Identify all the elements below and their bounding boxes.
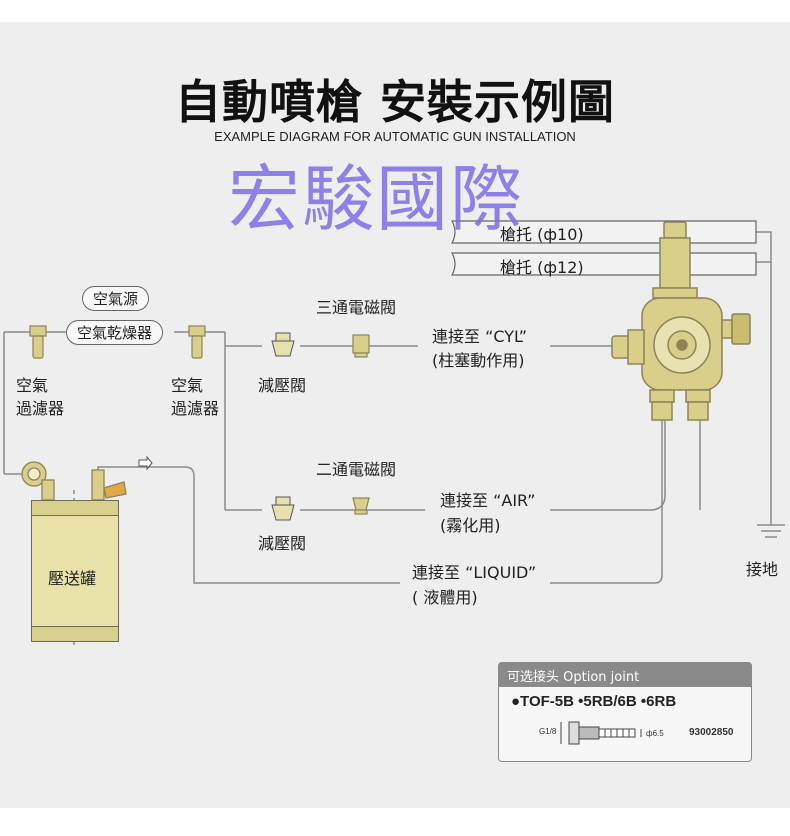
tank-regulator-stem [41, 479, 55, 501]
label-connect-cyl: 連接至 “CYL” [432, 327, 528, 346]
label-connect-air: 連接至 “AIR” [440, 491, 536, 510]
gun-holder-rod-12 [450, 252, 757, 276]
label-air-source: 空氣源 [82, 286, 150, 311]
label-air-filter-right-line2: 過濾器 [171, 399, 220, 418]
reducer-bottom-body [271, 504, 295, 521]
two-way-valve-icon [352, 497, 370, 511]
label-pressure-reducer-top: 減壓閥 [258, 376, 307, 395]
label-air-dryer: 空氣乾燥器 [66, 320, 164, 345]
pipe-liquid-from-tank [97, 466, 400, 584]
ground-bracket [755, 231, 772, 263]
label-air-filter-left-line2: 過濾器 [16, 399, 65, 418]
label-pressure-reducer-bottom: 減壓閥 [258, 534, 307, 553]
watermark: 宏駿國際 [228, 157, 525, 241]
page-title: 自動噴槍 安裝示例圖 [174, 75, 615, 129]
tank-bottom-band [31, 626, 119, 642]
option-joint-part-number: 93002850 [689, 727, 734, 738]
tank-regulator-dial [27, 467, 41, 481]
tank-outlet-fitting [91, 469, 105, 501]
label-connect-liquid-note: ( 液體用) [412, 588, 478, 607]
label-gun-holder-12: 槍托 (ф12) [500, 258, 584, 277]
option-joint-thread: G1/8 [539, 727, 557, 736]
two-way-valve-base [354, 509, 368, 515]
pipe-air-to-gun [550, 420, 666, 511]
automatic-spray-gun [611, 221, 751, 421]
flow-arrow-icon [138, 455, 153, 471]
option-joint-drawing [560, 721, 642, 745]
pipe-liquid-to-gun [550, 420, 663, 584]
filter-left-body [32, 335, 44, 359]
three-way-valve-base [354, 352, 368, 358]
reducer-bottom-knob [275, 496, 291, 506]
label-air-filter-left-line1: 空氣 [16, 376, 49, 395]
label-connect-cyl-note: (柱塞動作用) [432, 351, 525, 370]
tank-top-band [31, 500, 119, 516]
three-way-valve-icon [352, 334, 370, 354]
label-connect-air-note: (霧化用) [440, 516, 501, 535]
filter-left-cap [29, 325, 47, 337]
option-joint-header: 可选接头 Option joint [499, 663, 751, 687]
filter-right-cap [188, 325, 206, 337]
label-pressure-tank: 壓送罐 [48, 569, 97, 588]
filter-right-body [191, 335, 203, 359]
reducer-top-knob [275, 332, 291, 342]
tank-outlet-lever [103, 481, 127, 499]
reducer-top-body [271, 340, 295, 357]
label-gun-holder-10: 槍托 (ф10) [500, 225, 584, 244]
label-air-filter-right-line1: 空氣 [171, 376, 204, 395]
label-connect-liquid: 連接至 “LIQUID” [412, 563, 537, 582]
label-ground: 接地 [746, 560, 779, 579]
pressure-tank: 壓送罐 [31, 500, 119, 642]
option-joint-models: ●TOF-5B •5RB/6B •6RB [511, 693, 677, 710]
label-three-way-valve: 三通電磁閥 [316, 298, 397, 317]
page-subtitle: EXAMPLE DIAGRAM FOR AUTOMATIC GUN INSTAL… [214, 129, 576, 144]
option-joint-size: ф6.5 [646, 729, 664, 738]
label-two-way-valve: 二通電磁閥 [316, 460, 397, 479]
option-joint-box: 可选接头 Option joint ●TOF-5B •5RB/6B •6RB G… [498, 662, 752, 762]
